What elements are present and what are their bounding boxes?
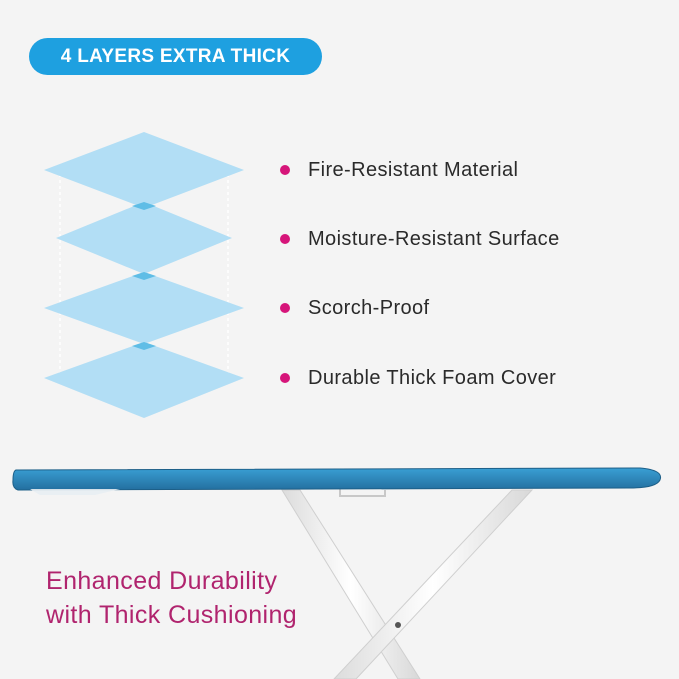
feature-label: Durable Thick Foam Cover (308, 366, 557, 389)
layer-4 (44, 342, 244, 418)
layer-join-1 (132, 202, 156, 210)
board-cover (12, 467, 662, 491)
layer-2 (56, 202, 232, 274)
bullet-icon (280, 165, 290, 175)
layer-join-2 (132, 272, 156, 280)
layer-1 (44, 132, 244, 208)
feature-item: Fire-Resistant Material (280, 150, 518, 190)
hinge-bolt (395, 622, 401, 628)
layers-badge-label: 4 LAYERS EXTRA THICK (60, 45, 291, 67)
layer-stack-illustration (44, 132, 244, 418)
feature-label: Scorch-Proof (308, 296, 430, 319)
tagline: Enhanced Durability with Thick Cushionin… (46, 564, 366, 632)
feature-label: Moisture-Resistant Surface (308, 227, 560, 250)
ironing-board-image (12, 467, 662, 679)
tagline-line-2: with Thick Cushioning (46, 601, 298, 629)
feature-item: Moisture-Resistant Surface (280, 219, 560, 259)
layers-badge: 4 LAYERS EXTRA THICK (29, 38, 322, 75)
bullet-icon (280, 303, 290, 313)
layer-3 (44, 272, 244, 344)
bullet-icon (280, 373, 290, 383)
feature-item: Scorch-Proof (280, 288, 430, 328)
feature-label: Fire-Resistant Material (308, 158, 519, 181)
tagline-line-1: Enhanced Durability (46, 567, 278, 595)
feature-item: Durable Thick Foam Cover (280, 358, 556, 398)
layer-join-3 (132, 342, 156, 350)
bullet-icon (280, 234, 290, 244)
board-legs (281, 486, 534, 679)
